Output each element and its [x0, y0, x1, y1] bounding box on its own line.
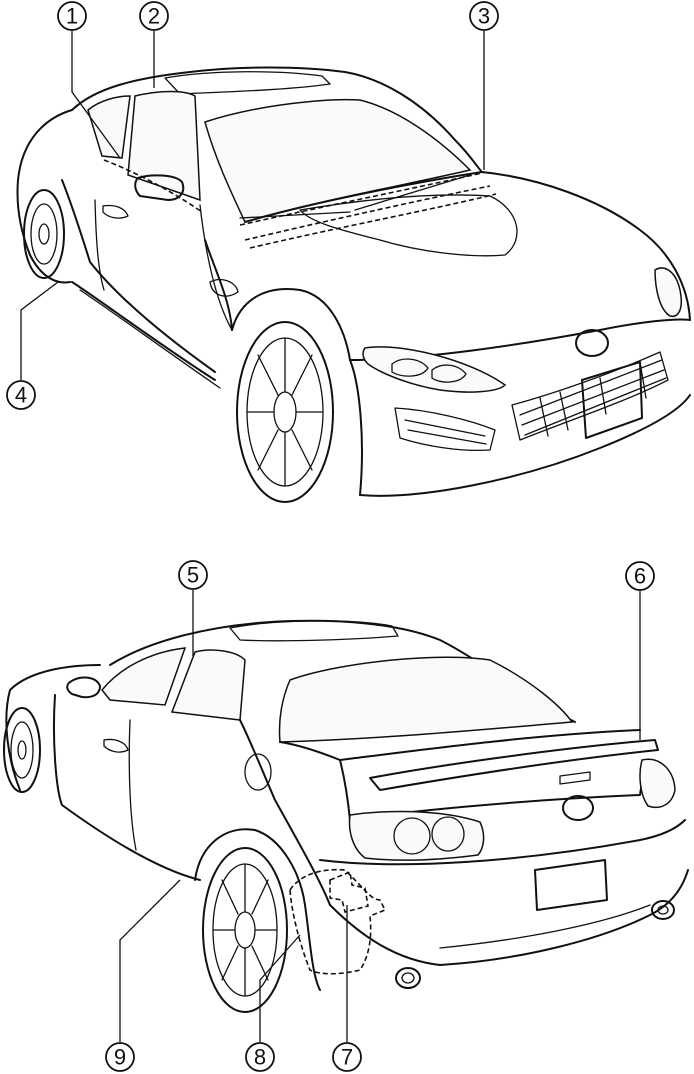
callout-marker-1: 1	[57, 1, 87, 31]
callout-label-5: 5	[187, 563, 199, 588]
callout-label-6: 6	[634, 564, 646, 589]
callout-marker-8: 8	[245, 1042, 275, 1072]
callout-marker-2: 2	[139, 1, 169, 31]
callout-label-1: 1	[66, 4, 78, 29]
front-view-car	[16, 66, 691, 503]
callout-marker-7: 7	[332, 1042, 362, 1072]
callout-label-2: 2	[148, 4, 160, 29]
callout-marker-3: 3	[469, 1, 499, 31]
callout-label-7: 7	[341, 1045, 353, 1070]
callout-label-4: 4	[15, 383, 27, 408]
callout-marker-9: 9	[105, 1042, 135, 1072]
callout-marker-5: 5	[178, 560, 208, 590]
callout-marker-6: 6	[625, 561, 655, 591]
callout-label-8: 8	[254, 1045, 266, 1070]
callout-marker-4: 4	[6, 380, 36, 410]
rear-view-car	[3, 619, 689, 1013]
callout-label-9: 9	[114, 1045, 126, 1070]
leader-lines	[20, 31, 641, 1042]
callout-label-3: 3	[478, 4, 490, 29]
